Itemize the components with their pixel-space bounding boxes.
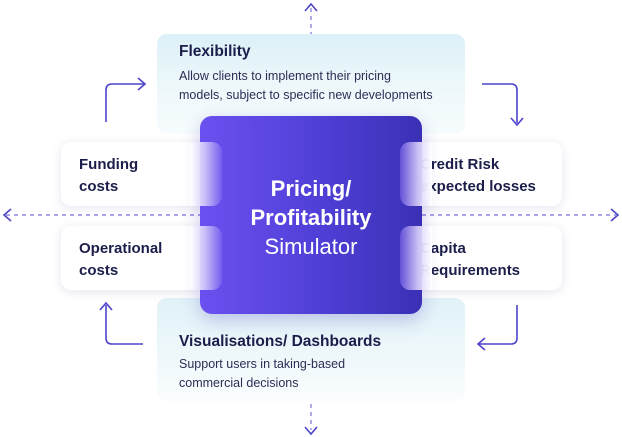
credit-risk-label-line1: Credit Risk — [420, 156, 500, 173]
arrowhead-right-icon — [610, 208, 620, 222]
credit-connector-tab — [400, 142, 432, 206]
flexibility-desc-line1: Allow clients to implement their pricing — [179, 69, 391, 83]
flexibility-title: Flexibility — [179, 43, 251, 60]
curved-arrow-bottom-left — [105, 305, 143, 345]
funding-connector-tab — [190, 142, 222, 206]
pricing-simulator-block: Pricing/ Profitability Simulator — [200, 116, 422, 314]
operational-costs-label-line2: costs — [79, 262, 119, 279]
flexibility-desc-line2: models, subject to specific new developm… — [179, 88, 433, 102]
operational-connector-tab — [190, 226, 222, 290]
center-title-line2: Profitability — [250, 205, 372, 230]
funding-costs-label-line1: Funding — [79, 156, 139, 173]
visualisations-desc-line1: Support users in taking-based — [179, 357, 346, 371]
capita-connector-tab — [400, 226, 432, 290]
credit-risk-label-line2: expected losses — [420, 178, 536, 195]
visualisations-title: Visualisations/ Dashboards — [179, 333, 382, 350]
operational-costs-label-line1: Operational — [79, 240, 163, 257]
curved-arrow-top-right — [482, 83, 518, 123]
capita-requirements-label-line2: Requirements — [420, 262, 521, 279]
visualisations-panel: Visualisations/ Dashboards Support users… — [157, 298, 465, 402]
arrowhead-up-icon — [304, 2, 318, 12]
arrowhead-left-icon — [2, 208, 12, 222]
center-title-line3: Simulator — [264, 234, 358, 259]
funding-costs-label-line2: costs — [79, 178, 119, 195]
curved-arrow-bottom-right — [479, 305, 518, 345]
arrowhead-down-icon — [304, 426, 318, 436]
center-title-line1: Pricing/ — [270, 176, 352, 201]
curved-arrow-top-left — [105, 83, 144, 122]
visualisations-desc-line2: commercial decisions — [179, 376, 299, 390]
